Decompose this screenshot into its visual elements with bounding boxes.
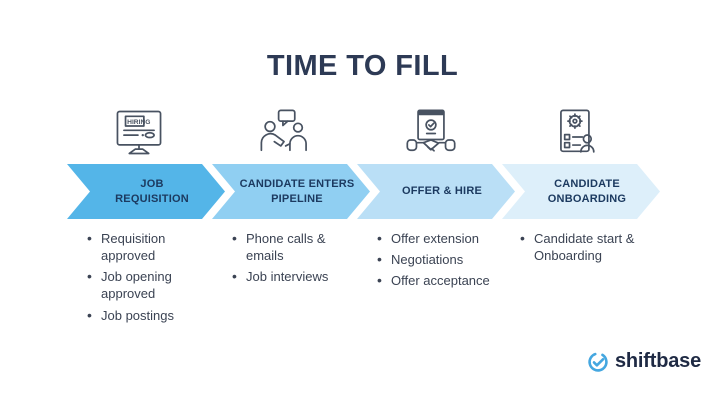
stage-arrow-candidate-onboarding: CANDIDATE ONBOARDING [502, 164, 660, 219]
handshake-contract-icon [391, 106, 471, 160]
svg-text:HIRING: HIRING [127, 119, 150, 126]
list-item: Negotiations [376, 250, 504, 269]
logo-wordmark: shiftbase [614, 350, 701, 372]
list-item: Requisition approved [86, 229, 214, 264]
list-item: Job postings [86, 306, 214, 325]
list-item: Job opening approved [86, 267, 214, 302]
list-item: Phone calls & emails [231, 229, 359, 264]
page-title: TIME TO FILL [266, 50, 459, 82]
list-item: Job interviews [231, 267, 359, 286]
list-item: Offer acceptance [376, 271, 504, 290]
stage-label: OFFER & HIRE [401, 185, 482, 198]
list-item: Candidate start & Onboarding [519, 229, 653, 264]
stage-bullets-candidate-enters-pipeline: Phone calls & emails Job interviews [231, 229, 359, 289]
stage-bullets-job-requisition: Requisition approved Job opening approve… [86, 229, 214, 328]
stage-bullets-candidate-onboarding: Candidate start & Onboarding [519, 229, 653, 268]
stage-arrow-job-requisition: JOB REQUISITION [67, 164, 225, 219]
stage-arrow-candidate-enters-pipeline: CANDIDATE ENTERS PIPELINE [212, 164, 370, 219]
stage-bullets-offer-and-hire: Offer extension Negotiations Offer accep… [376, 229, 504, 293]
shiftbase-check-circle-icon [587, 351, 609, 373]
shiftbase-logo: shiftbase [587, 350, 701, 373]
interview-conversation-icon [244, 106, 324, 160]
onboarding-checklist-icon [536, 106, 616, 160]
stage-label: JOB REQUISITION [115, 178, 189, 205]
stage-arrow-offer-and-hire: OFFER & HIRE [357, 164, 515, 219]
stage-label: CANDIDATE ENTERS PIPELINE [239, 178, 355, 205]
hiring-monitor-icon: HIRING [99, 106, 179, 160]
stage-label: CANDIDATE ONBOARDING [547, 178, 627, 205]
list-item: Offer extension [376, 229, 504, 248]
